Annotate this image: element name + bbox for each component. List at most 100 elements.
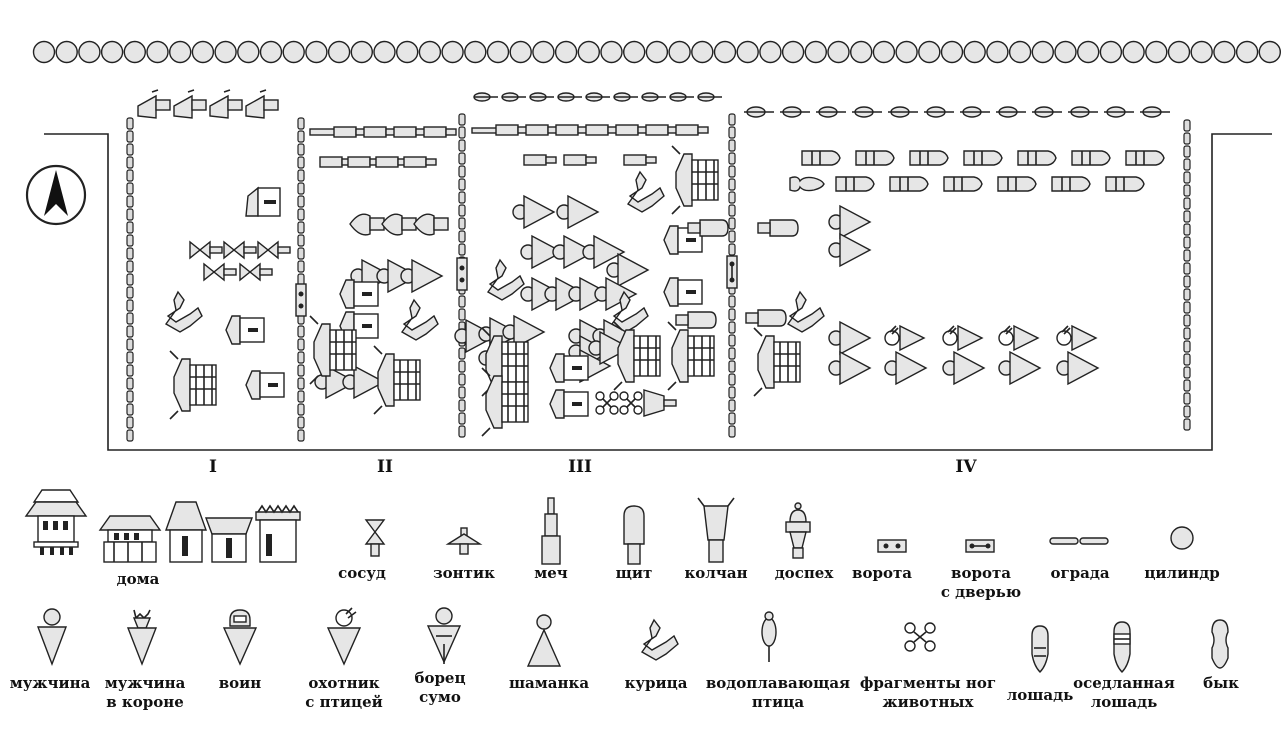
hunter-icon [942,325,983,351]
legend-label-hoof-1: фрагменты ног [860,674,996,692]
fence-icon [1049,537,1109,545]
man-figure-icon [556,195,599,229]
shield-icon [757,219,799,237]
fence-icon [458,178,466,191]
fence-icon [297,247,305,260]
house-icon [549,353,589,383]
parasol-icon [245,89,279,119]
fence-icon [1183,210,1191,223]
cylinder-icon [986,40,1009,64]
waterbird-icon [613,92,638,102]
sumo-icon [426,607,462,664]
vessel-icon [257,241,291,259]
section-label-iv: IV [955,457,977,477]
shield-icon [675,311,717,329]
sword-icon [423,126,457,138]
legend-label-crowned-man-2: в короне [106,693,184,711]
sword-icon [623,154,657,166]
cylinder-icon [1190,40,1213,64]
legend-label-hunter-2: с птицей [305,693,383,711]
sword-icon [585,124,619,136]
waterbird-icon [669,92,694,102]
cylinder-icon [168,40,192,64]
sword-icon [393,126,427,138]
legend: дома сосуд зонтик меч щит колчан доспех … [10,489,1239,711]
chicken-icon [401,299,439,341]
armor-icon [245,186,281,217]
north-arrow-icon [25,164,87,226]
cylinder-icon [1122,40,1145,64]
man-figure-icon [594,277,637,311]
cylinder-icon [418,40,442,64]
warrior-icon [222,609,258,666]
hunter-icon [1056,325,1097,351]
cylinder-icon [1099,40,1123,64]
saddled-horse-icon [943,176,983,192]
legend-label-quiver: колчан [684,564,747,582]
sword-icon [333,126,367,138]
fence-icon [458,217,466,230]
fence-icon [728,321,736,334]
fence-icon [458,425,466,438]
horse-icon [1031,625,1049,673]
cylinder-icon [668,40,691,64]
cylinder-icon [55,40,78,64]
parasol-icon [173,89,207,119]
legend-label-warrior: воин [219,674,262,692]
waterbird-icon [697,92,722,102]
fence-icon [297,260,305,273]
cylinder-icon [259,40,283,64]
fence-icon [297,351,305,364]
fence-icon [458,191,466,204]
legend-label-vessel: сосуд [338,564,386,582]
fence-icon [1183,301,1191,314]
fence-icon [297,234,305,247]
house-icon [165,501,207,563]
fence-icon [126,169,134,182]
fence-icon [1183,262,1191,275]
parasol-icon [643,389,677,417]
fence-icon [297,156,305,169]
fence-icon [126,312,134,325]
legend-label-sword: меч [534,564,568,582]
man-figure-icon [998,351,1041,385]
cylinder-icon [1170,526,1194,550]
cylinder-icon [32,40,56,64]
fence-icon [458,243,466,256]
gate-with-door-icon [965,539,995,553]
cylinder-icon [1076,40,1100,64]
fence-icon [126,390,134,403]
shield-icon [745,309,787,327]
man-figure-icon [828,233,871,267]
fence-icon [126,325,134,338]
fence-icon [126,221,134,234]
fence-icon [458,412,466,425]
cylinder-icon [600,40,623,64]
waterbird-icon [557,92,582,102]
saddled-horse-icon [1105,176,1145,192]
sword-icon [645,124,679,136]
fence-icon [1183,288,1191,301]
cylinder-icon [237,40,260,64]
fence-icon [126,247,134,260]
fence-icon [1183,184,1191,197]
cylinder-icon [464,40,487,64]
waterbird-icon [744,106,774,118]
bull-icon [1211,619,1229,669]
fence-icon [458,230,466,243]
waterbird-icon [761,611,777,662]
cylinder-icon [305,40,328,64]
fence-icon [126,403,134,416]
horse-icon [963,150,1003,166]
legend-label-armor: доспех [775,564,835,582]
legend-label-gate-door-1: ворота [951,564,1011,582]
cylinder-icon [736,40,759,64]
waterbird-icon [529,92,554,102]
quiver-icon [697,497,735,563]
fence-icon [1183,340,1191,353]
house-icon [671,145,719,215]
fence-icon [297,130,305,143]
fence-icon [458,399,466,412]
legend-label-gate-door-2: с дверью [941,583,1021,601]
hunter-icon [326,607,362,666]
